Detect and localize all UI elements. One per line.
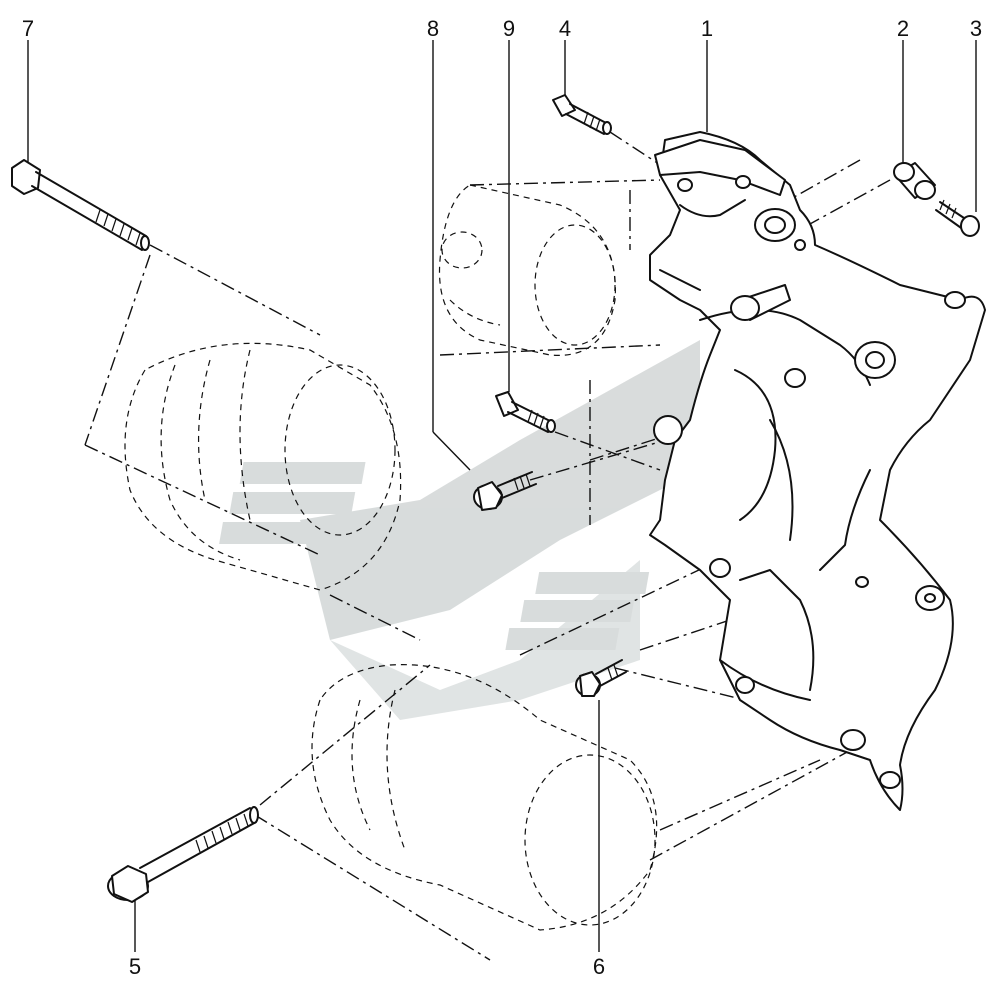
bolt-9: [495, 391, 556, 433]
spacer-bushing: [893, 162, 936, 200]
bolt-5: [107, 806, 259, 903]
callout-2: 2: [897, 16, 909, 41]
bolt-8: [473, 471, 537, 511]
callout-3: 3: [970, 16, 982, 41]
callout-6: 6: [593, 954, 605, 979]
phantom-lines: [84, 131, 891, 961]
bolt-7: [11, 159, 150, 251]
callout-9: 9: [503, 16, 515, 41]
callout-5: 5: [129, 954, 141, 979]
bolt-3: [935, 199, 980, 237]
callout-7: 7: [22, 16, 34, 41]
callout-4: 4: [559, 16, 571, 41]
callout-8: 8: [427, 16, 439, 41]
bolt-4: [552, 94, 612, 135]
callout-labels: 1 2 3 4 5 6 7 8 9: [22, 16, 982, 979]
callout-1: 1: [701, 16, 713, 41]
leader-lines: [27, 40, 977, 952]
mounting-bracket: [649, 131, 986, 811]
watermark-logo-icon: [219, 340, 700, 720]
bolt-6: [575, 659, 627, 697]
